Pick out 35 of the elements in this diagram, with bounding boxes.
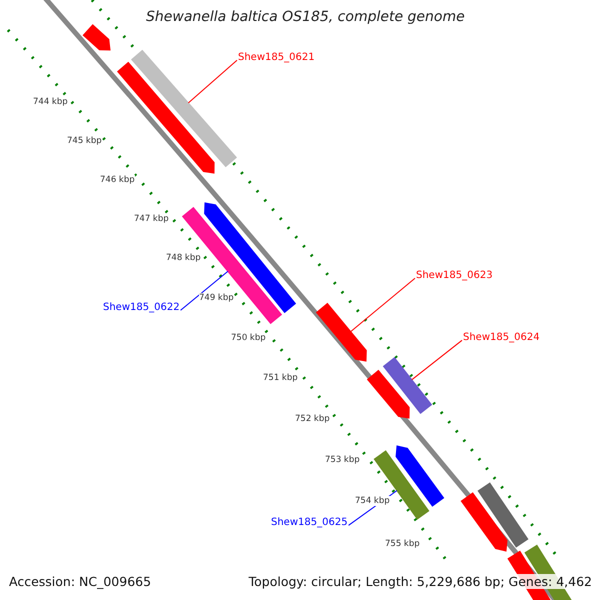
gene-label: Shew185_0625 [271, 517, 348, 528]
gene-label: Shew185_0624 [463, 332, 540, 343]
pointed-gene-block [117, 62, 215, 174]
tick-label: 744 kbp [33, 97, 68, 107]
tick-label: 748 kbp [166, 253, 201, 263]
gene-block [182, 206, 282, 324]
leader-line [411, 340, 462, 380]
gene-label: Shew185_0621 [238, 52, 315, 63]
tick-label: 751 kbp [263, 373, 298, 383]
leader-line [180, 270, 228, 311]
gene-block [382, 357, 432, 414]
tick-label: 753 kbp [325, 455, 360, 465]
gene-block [478, 482, 528, 548]
tick-label: 750 kbp [231, 333, 266, 343]
tick-label: 747 kbp [134, 214, 169, 224]
accession-text: Accession: NC_009665 [9, 574, 152, 589]
tick-label: 755 kbp [385, 539, 420, 549]
gene-label: Shew185_0623 [416, 270, 493, 281]
tick-label: 754 kbp [355, 496, 390, 506]
tick-label: 746 kbp [100, 175, 135, 185]
pointed-gene-block [366, 370, 410, 419]
leader-line [350, 278, 416, 332]
gene-label: Shew185_0622 [103, 302, 180, 313]
genome-title: Shewanella baltica OS185, complete genome [146, 9, 465, 25]
tick-label: 752 kbp [295, 414, 330, 424]
tick-label: 745 kbp [67, 136, 102, 146]
pointed-gene-block [396, 445, 444, 507]
gene-block [131, 50, 237, 168]
pointed-gene-block [82, 24, 111, 51]
genome-stats-text: Topology: circular; Length: 5,229,686 bp; Genes: 4,462 [248, 574, 592, 589]
pointed-gene-block [460, 492, 508, 552]
gene-block [374, 450, 430, 520]
tick-label: 749 kbp [199, 293, 234, 303]
leader-line [188, 60, 238, 104]
pointed-gene-block [316, 302, 367, 362]
